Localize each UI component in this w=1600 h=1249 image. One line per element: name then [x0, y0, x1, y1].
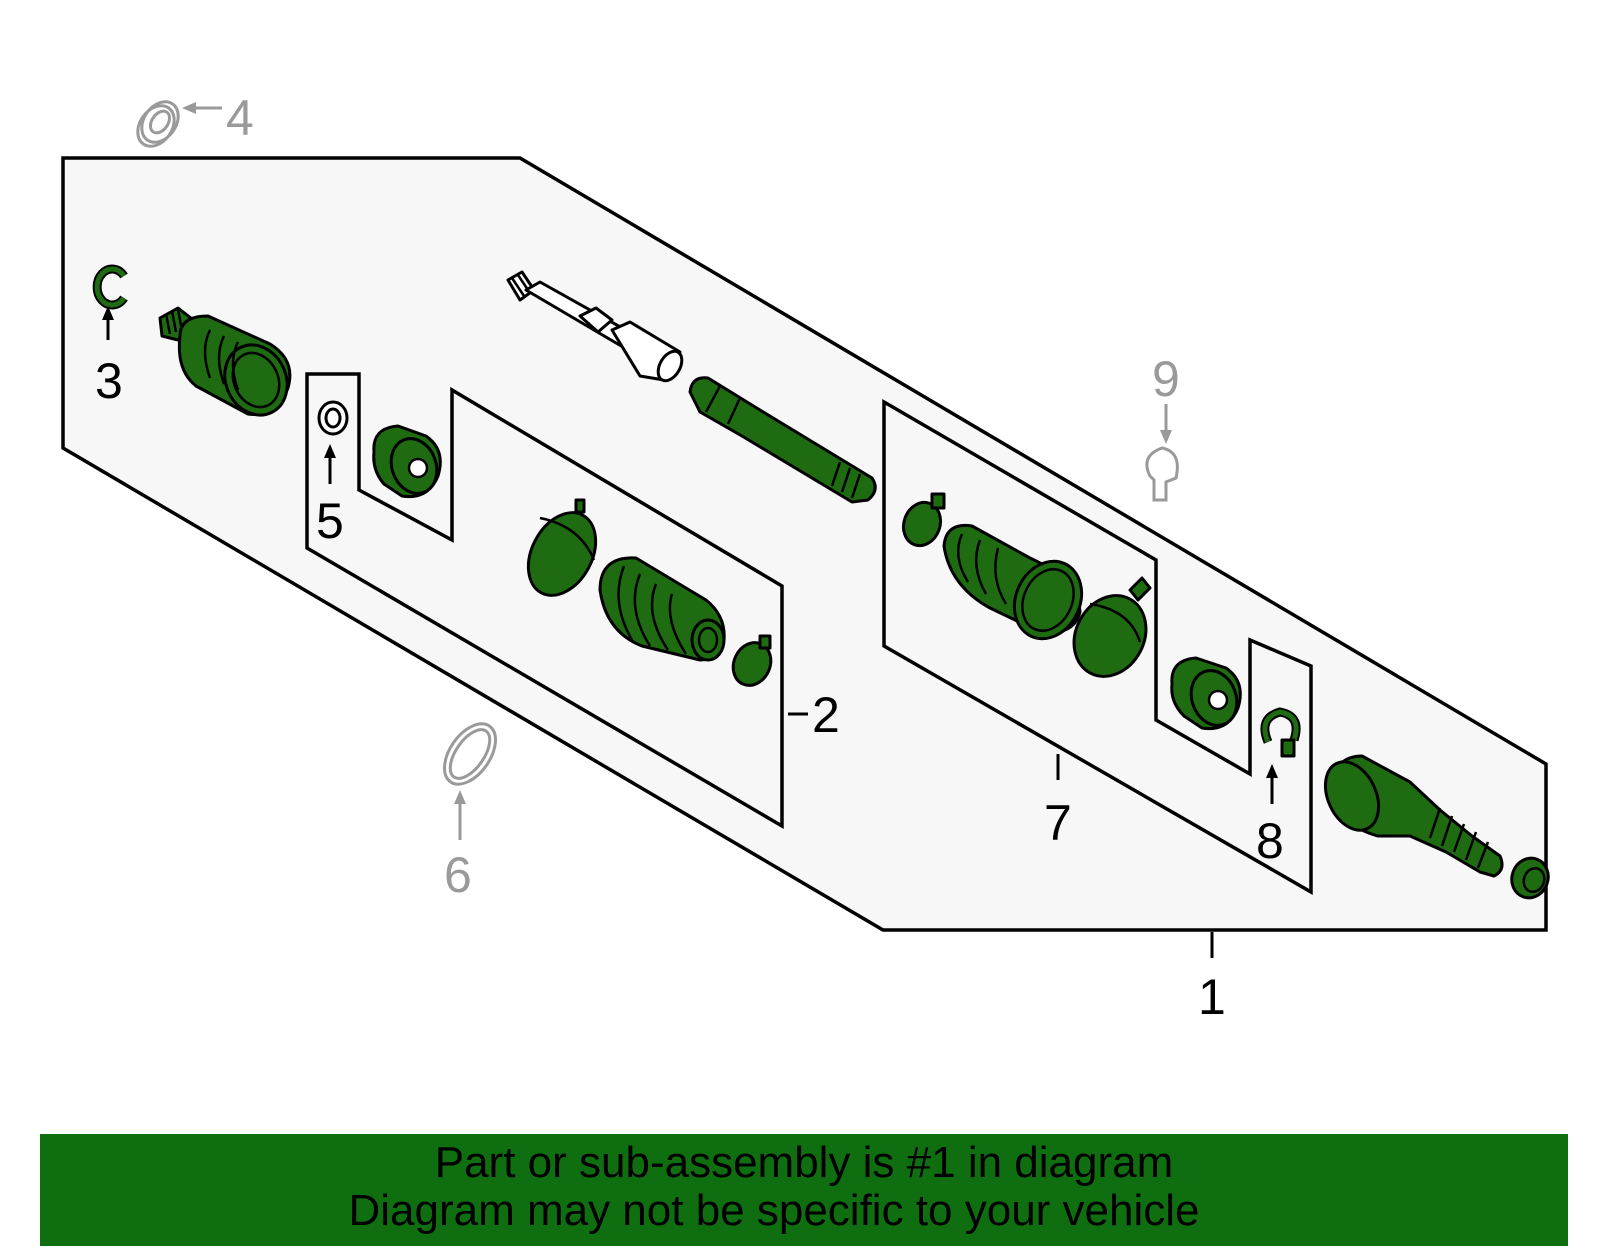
tripod-bearing-left [372, 424, 442, 499]
outer-boot-right [942, 523, 1084, 641]
axle-nut [1510, 856, 1550, 900]
exploded-parts-diagram: 4 3 5 [61, 90, 1550, 1025]
disclaimer-banner: Part or sub-assembly is #1 in diagram Di… [40, 1134, 1568, 1246]
inner-cv-joint-housing [158, 306, 292, 417]
callout-1: 1 [1198, 969, 1226, 1025]
callout-6: 6 [444, 847, 472, 903]
banner-line-1: Part or sub-assembly is #1 in diagram [434, 1138, 1174, 1187]
intermediate-shaft-white [506, 270, 684, 383]
washer-part-4 [136, 100, 222, 148]
washer-part-5 [317, 400, 349, 484]
ring-part-6 [443, 722, 497, 840]
assembly-1-outline [61, 156, 1548, 932]
callout-4: 4 [226, 90, 254, 146]
callout-7: 7 [1044, 795, 1072, 851]
banner-line-2: Diagram may not be specific to your vehi… [348, 1186, 1200, 1235]
tripod-bearing-right [1170, 656, 1242, 731]
boot-clamp-small-right [901, 492, 946, 548]
callout-8: 8 [1256, 813, 1284, 869]
callout-3: 3 [95, 353, 123, 409]
callout-2: 2 [812, 687, 840, 743]
snap-ring-part-3 [92, 264, 128, 340]
clip-part-9 [1145, 404, 1179, 502]
callout-5: 5 [316, 493, 344, 549]
boot-clamp-large-right [1072, 576, 1152, 678]
intermediate-shaft-green [688, 376, 877, 504]
boot-clamp-large-left [526, 498, 598, 597]
subassembly-7-outline [882, 398, 1313, 896]
clip-part-8 [1260, 707, 1301, 804]
subassembly-2-outline [305, 372, 784, 830]
callout-9: 9 [1152, 351, 1180, 407]
outer-cv-joint [1323, 754, 1504, 878]
boot-clamp-small-left [731, 634, 773, 687]
inner-boot-left [598, 556, 726, 662]
